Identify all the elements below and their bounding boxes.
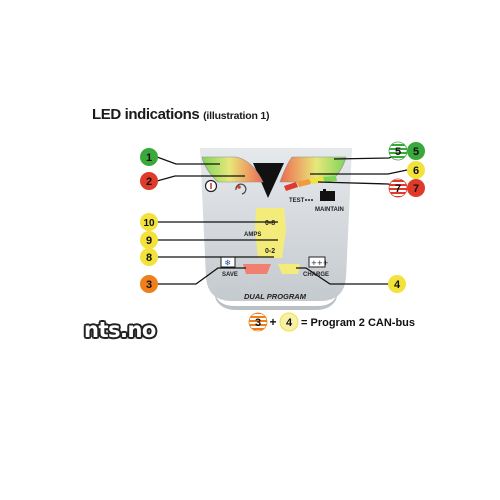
save-label: SAVE <box>222 272 238 278</box>
test-label: TEST <box>289 198 305 204</box>
svg-text:7: 7 <box>413 183 419 195</box>
callout-7-blinking: 7 <box>388 178 408 198</box>
leader-6 <box>310 169 408 175</box>
program-label-plate <box>214 292 338 310</box>
callout-3: 3 <box>140 275 158 293</box>
callout-1: 1 <box>140 148 158 166</box>
svg-text:7: 7 <box>395 183 401 195</box>
charge-battery-icon-plus: +++ <box>311 259 329 267</box>
svg-text:9: 9 <box>146 235 152 247</box>
svg-text:5: 5 <box>395 146 401 158</box>
test-dot-1 <box>305 199 307 201</box>
amps-led-column <box>255 208 286 258</box>
legend-program-2: 3 + 4 = Program 2 CAN-bus <box>248 312 415 332</box>
callout-9: 9 <box>140 231 158 249</box>
svg-text:2: 2 <box>146 176 152 188</box>
test-bar-green <box>323 176 337 182</box>
callout-6: 6 <box>407 161 425 179</box>
legend-plus: + <box>269 315 276 329</box>
save-led <box>243 264 271 274</box>
callout-2: 2 <box>140 172 158 190</box>
battery-icon <box>320 191 335 201</box>
legend-text: = Program 2 CAN-bus <box>301 317 415 329</box>
maintain-label: MAINTAIN <box>315 207 344 213</box>
legend-blink-4-number: 4 <box>286 317 293 329</box>
test-dot-2 <box>308 199 310 201</box>
test-bar-red <box>284 182 298 191</box>
scale-high-label: 0-8 <box>265 220 275 227</box>
battery-icon-terminal <box>323 189 326 191</box>
charge-led <box>278 264 300 274</box>
callout-10: 10 <box>140 213 158 231</box>
legend-blink-4 <box>279 312 299 332</box>
amps-label: AMPS <box>244 232 261 238</box>
legend-blink-3-number: 3 <box>255 317 261 329</box>
title-main: LED indications <box>92 106 200 123</box>
charge-battery-icon <box>308 256 326 268</box>
svg-text:5: 5 <box>413 146 419 158</box>
svg-text:3: 3 <box>146 279 152 291</box>
test-bar-orange <box>297 179 311 187</box>
leader-2 <box>156 175 245 182</box>
test-dot-3 <box>311 199 313 201</box>
leader-4 <box>296 267 390 285</box>
svg-text:8: 8 <box>146 252 152 264</box>
nts-logo: nts.no <box>84 318 156 342</box>
page-title: LED indications (illustration 1) <box>92 106 270 123</box>
svg-text:1: 1 <box>146 152 152 164</box>
center-v-mark <box>253 163 284 198</box>
leader-1 <box>156 156 220 165</box>
svg-text:10: 10 <box>143 218 155 229</box>
title-subtitle: (illustration 1) <box>203 110 270 122</box>
charging-cycle-icon-dot <box>237 185 241 189</box>
charging-cycle-icon <box>235 183 247 195</box>
legend-blink-3 <box>248 312 268 332</box>
leader-3 <box>157 267 246 285</box>
snowflake-icon: ❄ <box>225 259 232 268</box>
svg-text:4: 4 <box>394 279 401 291</box>
callout-8: 8 <box>140 248 158 266</box>
dual-program-label: DUAL PROGRAM <box>244 292 307 301</box>
scale-low-label: 0-2 <box>265 248 275 255</box>
callout-5: 5 <box>407 142 425 160</box>
svg-text:6: 6 <box>413 165 419 177</box>
callout-5-blinking: 5 <box>388 141 408 161</box>
callout-4: 4 <box>388 275 406 293</box>
callout-7: 7 <box>407 179 425 197</box>
